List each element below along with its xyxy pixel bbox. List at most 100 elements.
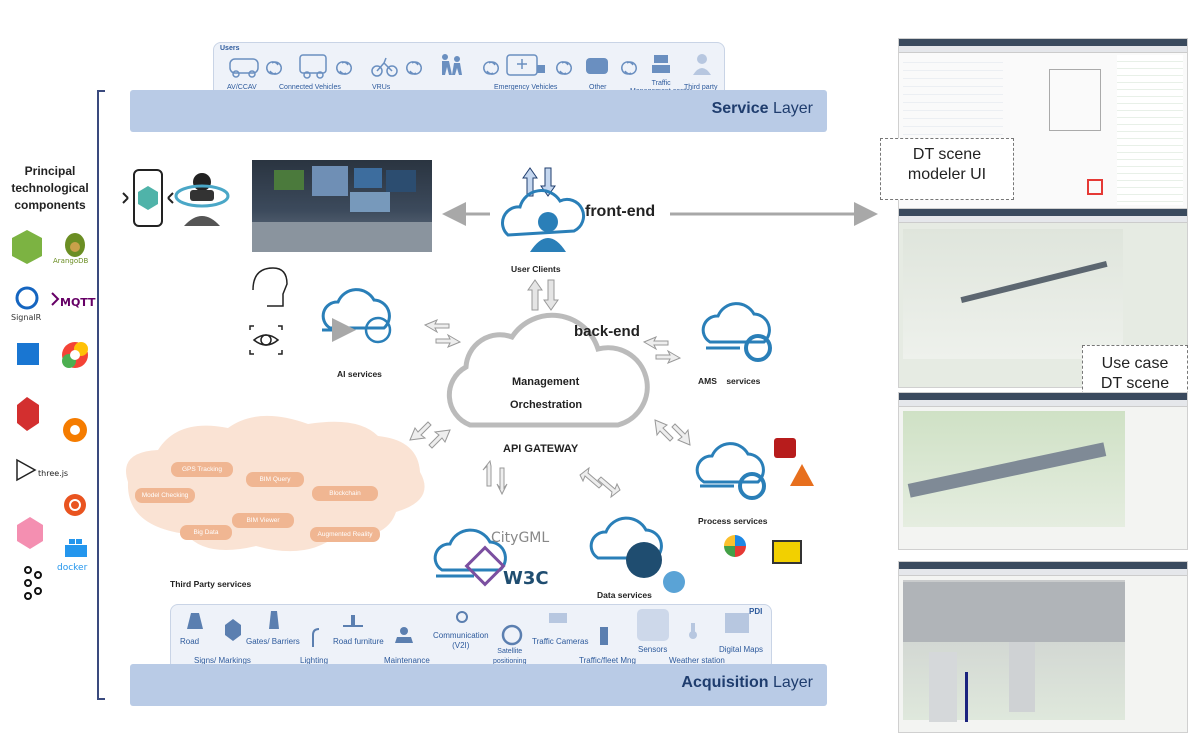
user-connected-vehicles: Connected Vehicles [279, 84, 341, 91]
acq-sensors: Sensors [638, 645, 668, 654]
service-layer-bar: Service Layer [130, 90, 827, 132]
acq-pdi: PDI [749, 607, 763, 616]
data-services-label: Data services [597, 590, 652, 600]
communication-icon [456, 611, 468, 623]
dhx-logo [17, 343, 39, 365]
ubuntu-logo [64, 494, 86, 516]
acq-satellite: Satellite positioning [493, 648, 527, 665]
acq-traffic-fleet: Traffic/fleet Mng [579, 656, 636, 665]
process-cloud [695, 442, 765, 484]
nodejs-logo [12, 230, 42, 264]
pill-big-data: Big Data [180, 525, 232, 540]
process-services-label: Process services [698, 516, 768, 526]
acq-lighting: Lighting [300, 656, 329, 665]
lighting-icon [312, 628, 320, 647]
user-third-party: Third party [684, 84, 718, 91]
back-end-label: back-end [574, 323, 640, 340]
pill-model-checking: Model Checking [135, 488, 195, 503]
dt-modeler-label: DT scene modeler UI [880, 138, 1014, 200]
acq-signs-markings: Signs/ Markings [194, 656, 251, 665]
sensors-icon [637, 609, 669, 641]
acq-weather-station: Weather station [669, 656, 725, 665]
bicycle-icon [371, 65, 383, 77]
ai-services-label: AI services [337, 369, 382, 379]
data-cloud-right [589, 516, 663, 560]
bus-icon [586, 58, 608, 74]
acq-maintenance: Maintenance [384, 656, 430, 665]
third-party-label: Third Party services [170, 579, 252, 589]
acq-gates-barriers: Gates/ Barriers [246, 637, 300, 646]
user-vrus: VRUs [372, 84, 391, 91]
components-bracket [97, 90, 105, 700]
acquisition-layer-label: Acquisition Layer [681, 674, 813, 691]
user-clients-cloud [501, 189, 586, 237]
pill-gps-tracking: GPS Tracking [171, 462, 233, 477]
management-label: Management [512, 376, 580, 388]
traffic-camera-icon [549, 613, 567, 623]
ams-cloud [701, 302, 771, 344]
pedestrian-icon [442, 54, 448, 60]
w3c-label: W3C [503, 568, 549, 589]
use-case-screenshot-3 [898, 561, 1188, 733]
orchestration-label: Orchestration [510, 399, 583, 411]
signalr-label: SignalR [11, 313, 42, 322]
maintenance-icon [400, 627, 408, 635]
kafka-logo [24, 566, 42, 600]
labview-icon [772, 540, 802, 564]
vr-devices-icon [122, 169, 230, 227]
car-icon [229, 58, 259, 74]
traffic-fleet-icon [600, 627, 608, 645]
pill-augmented-reality: Augmented Reality [310, 527, 380, 542]
sign-icon [225, 619, 241, 641]
pinwheel-icon [724, 535, 746, 557]
acq-traffic-cameras: Traffic Cameras [532, 637, 589, 646]
user-avccav: AV/CCAV [227, 84, 257, 91]
threejs-label: three.js [38, 469, 69, 478]
ai-cloud [321, 288, 391, 330]
service-link-arrows [409, 319, 691, 499]
mqtt-logo [51, 292, 60, 306]
api-gateway-label: API GATEWAY [503, 443, 579, 455]
acq-road-furniture: Road furniture [333, 637, 384, 646]
data-cloud-left [433, 528, 507, 572]
acquisition-layer-bar: Acquisition Layer [130, 664, 827, 706]
updown-arrows [522, 167, 556, 197]
ams-services-label: AMS services [698, 376, 761, 386]
truck-icon [299, 54, 327, 74]
acquisition-panel: Road Gates/ Barriers Road furniture Comm… [170, 604, 772, 671]
clients-backend-arrows [527, 279, 559, 311]
pill-blockchain: Blockchain [312, 486, 378, 501]
arangodb-label: ArangoDB [53, 257, 89, 265]
ruby-logo [17, 397, 39, 431]
sync-icon [269, 61, 282, 75]
use-case-screenshot-1 [898, 208, 1188, 388]
citygml-label: CityGML [491, 530, 550, 546]
users-title: Users [220, 45, 240, 52]
docker-label: docker [57, 563, 88, 573]
front-end-label: front-end [585, 203, 656, 220]
road-icon [187, 613, 203, 629]
use-case-screenshot-2 [898, 392, 1188, 550]
threejs-logo [16, 458, 37, 482]
ai-head-icons [249, 267, 288, 355]
person-icon [697, 54, 707, 64]
control-room-image [252, 160, 432, 252]
gate-icon [269, 611, 279, 629]
principal-components-title: Principal technological components [11, 164, 89, 212]
acq-digital-maps: Digital Maps [719, 645, 764, 654]
acq-road: Road [180, 637, 200, 646]
management-cloud [446, 312, 650, 428]
mqtt-label: MQTT [60, 296, 96, 309]
user-clients-label: User Clients [511, 264, 561, 274]
pill-bim-query: BIM Query [246, 472, 304, 487]
traffic-center-icon [654, 55, 668, 63]
pill-bim-viewer: BIM Viewer [232, 513, 294, 528]
docker-logo [65, 545, 87, 557]
digital-maps-icon [725, 613, 749, 633]
acquisition-icons [187, 609, 749, 647]
satellite-icon [501, 624, 523, 646]
acq-communication: Communication (V2I) [433, 631, 489, 650]
user-other: Other [589, 84, 607, 91]
matlab-icon [790, 464, 814, 486]
users-icons [229, 54, 711, 79]
